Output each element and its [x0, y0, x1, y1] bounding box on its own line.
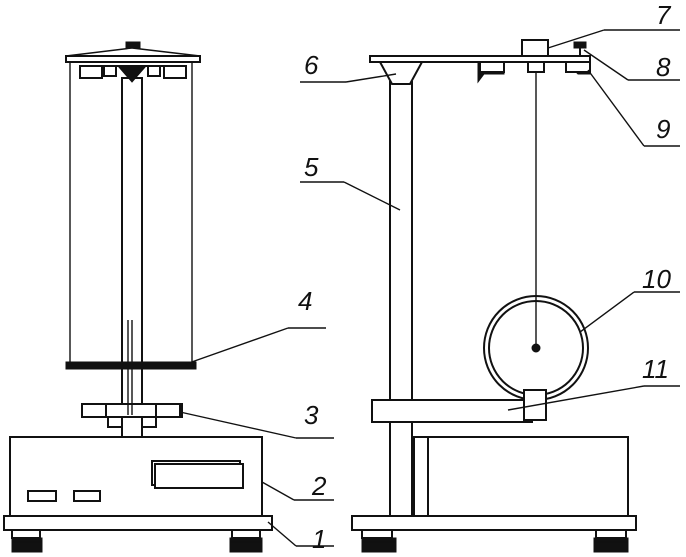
callout-3: 3: [304, 400, 319, 430]
right-wire-clamp: [521, 39, 587, 73]
callout-10: 10: [642, 264, 671, 294]
ring-center: [531, 343, 541, 353]
right-lower-arm: [371, 389, 547, 423]
callout-8: 8: [656, 52, 671, 82]
right-top-arm: [369, 55, 591, 84]
left-base-plate: [3, 515, 273, 553]
callout-7: 7: [656, 0, 672, 30]
callout-labels: 1 2 3 4 5 6 7 8 9 10 11: [298, 0, 672, 554]
callout-11: 11: [642, 354, 669, 384]
left-control-box: [9, 436, 263, 517]
left-lower-holder: [81, 403, 183, 438]
callout-4: 4: [298, 286, 312, 316]
callout-9: 9: [656, 114, 670, 144]
callout-5: 5: [304, 152, 319, 182]
right-control-box: [413, 436, 629, 517]
button-left: [27, 490, 57, 502]
leader-lines: [179, 29, 680, 547]
right-column-head: [378, 61, 424, 85]
left-lower-disc: [65, 361, 197, 370]
callout-1: 1: [312, 524, 326, 554]
right-apparatus: [351, 39, 637, 553]
button-right: [73, 490, 101, 502]
left-upper-disc: [65, 41, 201, 83]
right-column: [389, 81, 413, 517]
callout-6: 6: [304, 50, 319, 80]
right-base-plate: [351, 515, 637, 553]
callout-2: 2: [311, 471, 327, 501]
left-apparatus: [3, 41, 273, 553]
